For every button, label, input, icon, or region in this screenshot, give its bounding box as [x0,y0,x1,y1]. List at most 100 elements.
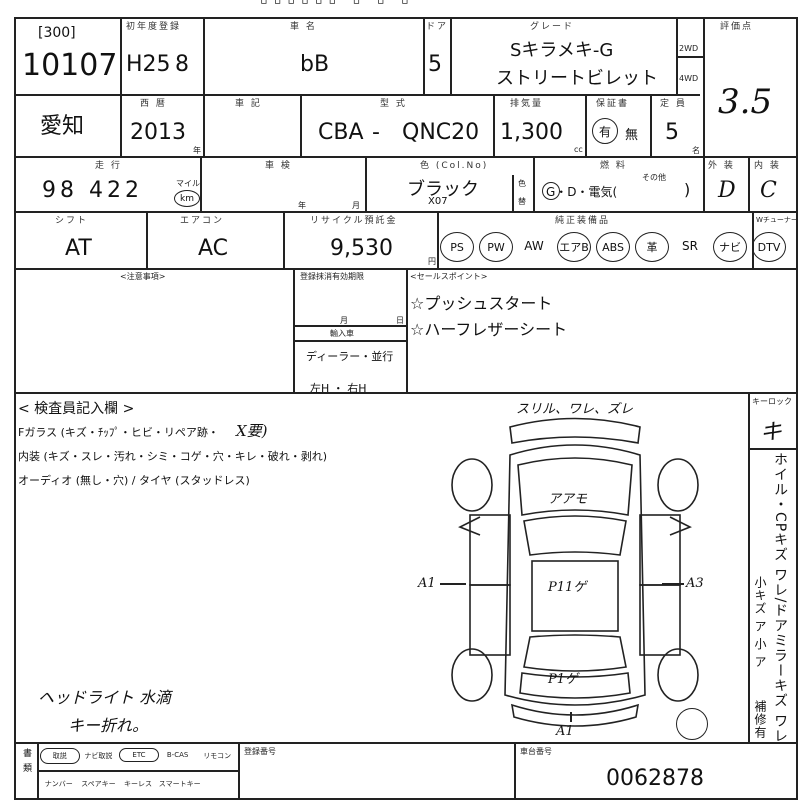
interior-label: 内 装 [754,161,781,171]
footer-item-items_row1-3: B-CAS [166,751,189,759]
documents-label: 書類 [21,748,31,778]
key-lock-mark: キ [760,420,783,445]
diagram-top-note: スリル、ワレ、ズレ [516,402,634,417]
warranty-yes: 有 [592,118,618,144]
footer-items-row1: 取説ナビ取説 ETC B-CAS リモコン [40,746,238,768]
fuel-other: その他 [642,173,666,182]
registration-month: 8 [175,52,189,77]
equipment-7: ナビ [713,232,747,262]
sales-point-2: ☆ハーフレザーシート [410,320,568,339]
mileage-value: 98 422 [42,178,143,203]
footer-item-items_row2-0: ナンバー [44,780,73,788]
grade-line-2: ストリートビレット [496,68,658,89]
period-month-unit: 月 [340,316,348,325]
yen-unit: 円 [428,257,436,266]
glass-mark: X要) [236,422,268,440]
equipment-2: AW [524,239,544,253]
chassis-number: 0062878 [606,766,704,791]
diagram-trunk-mark: P1ゲ [548,672,579,687]
equipment-0: PS [440,232,474,262]
footer-item-items_row1-1: ナビ取説 [84,752,113,760]
recycle-label: リサイクル預託金 [310,216,398,226]
footer-item-items_row1-4: リモコン [203,752,232,760]
drive-2wd: 2WD [679,44,699,53]
steering-side: 左H ・ 右H [310,382,367,395]
spare-tire-circle [676,708,708,740]
type-prefix: CBA [318,120,364,145]
equipment-label: 純正装備品 [555,216,611,226]
color-code: X07 [428,196,448,207]
period-day-unit: 日 [396,316,404,325]
doors-count: 5 [428,52,442,77]
capacity-value: 5 [665,120,679,145]
footer-item-items_row1-0: 取説 [40,748,80,764]
doors-label: ドア [426,22,449,32]
import-label: 輸入車 [330,329,354,338]
lot-code: [300] [38,25,76,41]
warranty-no: 無 [625,128,639,143]
registration-year: H25 [126,52,171,77]
key-lock-label: キーロック [752,397,792,406]
color-label: 色 (Col.No) [420,161,489,171]
interior-grade: C [760,178,777,203]
shift-label: シフト [55,216,89,226]
model-type-label: 型 式 [380,99,407,109]
fuel-g-circled [542,182,560,200]
inspection-label: 車 検 [265,161,292,171]
ac-label: エアコン [180,216,225,226]
equipment-4: ABS [596,232,630,262]
inspection-year-unit: 年 [298,201,306,210]
side-note-repair: 補修有 [753,700,767,739]
footer-items-row2: ナンバースペアキーキーレススマートキー [40,774,238,796]
side-note-main: ホイル・CPキズ ワレ/ドアミラーキズ ワレ [772,452,788,744]
region: 愛知 [40,114,85,139]
equipment-8: DTV [752,232,786,262]
color-value: ブラック [407,179,479,200]
equipment-3: エアB [557,232,591,262]
type-dash: - [372,120,380,145]
lot-number: 10107 [22,48,118,83]
diagram-hood-mark: アアモ [548,492,588,507]
equipment-1: PW [479,232,513,262]
sales-point-1: ☆プッシュスタート [410,294,553,313]
grade-line-1: Sキラメキ-G [510,40,614,61]
type-code: QNC20 [402,120,480,145]
glass-line: Fガラス (キズ・ﾁｯﾌﾟ・ヒビ・リペア跡・ [18,426,219,439]
shaken-label: 車 記 [235,99,262,109]
color-change-1: 色 [518,179,526,188]
exterior-label: 外 装 [708,161,735,171]
diagram-rear-mark: A1 [556,724,574,739]
tv-label: Wチューナー [756,216,798,224]
period-label: 登録抹消有効期限 [300,272,364,281]
ac-value: AC [198,236,229,261]
color-change-2: 替 [518,197,526,206]
diagram-roof-mark: P11ゲ [548,580,587,595]
interior-line: 内装 (キズ・スレ・汚れ・シミ・コゲ・穴・キレ・破れ・剥れ) [18,450,328,463]
displacement-label: 排気量 [510,99,544,109]
inspector-title: < 検査員記入欄 > [18,401,135,417]
footer-item-items_row2-2: キーレス [123,780,152,788]
inspection-month-unit: 月 [352,201,360,210]
km-unit-circled: km [174,190,200,207]
fuel-close: ) [684,180,691,199]
equipment-5: 革 [635,232,669,262]
footer-item-items_row2-1: スペアキー [81,780,116,788]
year-unit: 年 [193,146,201,155]
sales-point-label: <セールスポイント> [410,272,488,281]
side-note-handwritten: 小キズ ア 小 ア [753,576,767,669]
score-label: 評価点 [720,22,754,32]
seireki-year: 2013 [130,120,186,145]
equipment-6: SR [682,239,698,253]
first-registration-label: 初年度登録 [126,22,182,32]
cc-unit: cc [574,145,583,154]
footer-item-items_row2-3: スマートキー [158,780,201,788]
footer-item-items_row1-2: ETC [119,748,159,762]
audio-line: オーディオ (無し・穴) / タイヤ (スタッドレス) [18,474,250,487]
model-name: bB [300,52,330,77]
capacity-label: 定 員 [660,99,687,109]
handwritten-note-2: キー折れ。 [68,716,149,735]
caution-label: <注意事項> [120,272,166,281]
mileage-label: 走 行 [95,161,122,171]
title-fragment: ▯▯▯▯▯▯ ▯ ▯ ▯ [260,0,560,6]
